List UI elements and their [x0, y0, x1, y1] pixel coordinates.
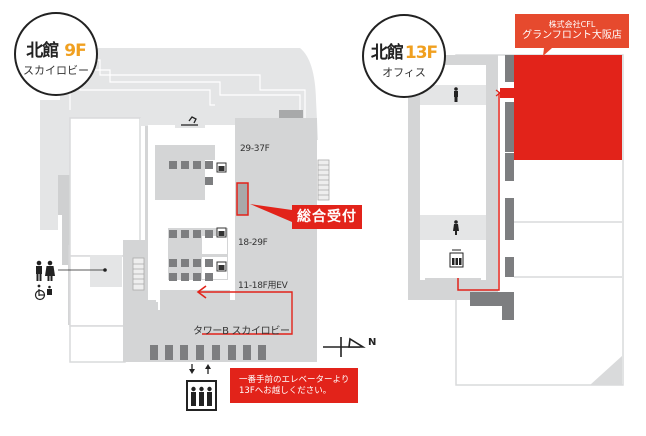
company-callout: 株式会社CFL グランフロント大阪店	[515, 14, 629, 48]
north-arrow-icon	[323, 337, 366, 357]
restroom-male-icon	[454, 87, 458, 102]
restroom-female-icon	[453, 220, 459, 235]
skylobby-label: タワーB スカイロビー	[193, 326, 290, 337]
map-13f	[408, 48, 624, 386]
floor-subtitle: スカイロビー	[23, 64, 89, 77]
building-name: 北館	[370, 43, 404, 63]
accessible-restroom-icon	[34, 289, 46, 301]
reception-callout: 総合受付	[292, 205, 362, 229]
note-line-2: 13Fへお越しください。	[239, 386, 332, 396]
building-name: 北館	[26, 41, 59, 61]
elevator-icon	[449, 249, 464, 268]
restroom-icon	[36, 260, 55, 281]
branch-name: グランフロント大阪店	[522, 30, 622, 41]
company-name: 株式会社CFL	[548, 20, 596, 29]
map-9f	[34, 48, 330, 411]
elevator-icon	[216, 162, 227, 272]
north-label: N	[368, 337, 377, 348]
smoking-area-icon	[181, 116, 198, 126]
floor-number: 13F	[404, 43, 438, 63]
elevator-label-18-29f: 18-29F	[238, 238, 268, 248]
floor-subtitle: オフィス	[382, 66, 426, 79]
elevator-label-11-18f: 11-18F用EV	[238, 281, 288, 291]
floor-number: 9F	[64, 41, 86, 61]
elevator-label-29-37f: 29-37F	[240, 144, 270, 154]
note-line-1: 一番手前のエレベーターより	[239, 375, 350, 385]
elevator-icon	[186, 364, 217, 411]
elevator-note-callout: 一番手前のエレベーターより 13Fへお越しください。	[230, 368, 358, 403]
